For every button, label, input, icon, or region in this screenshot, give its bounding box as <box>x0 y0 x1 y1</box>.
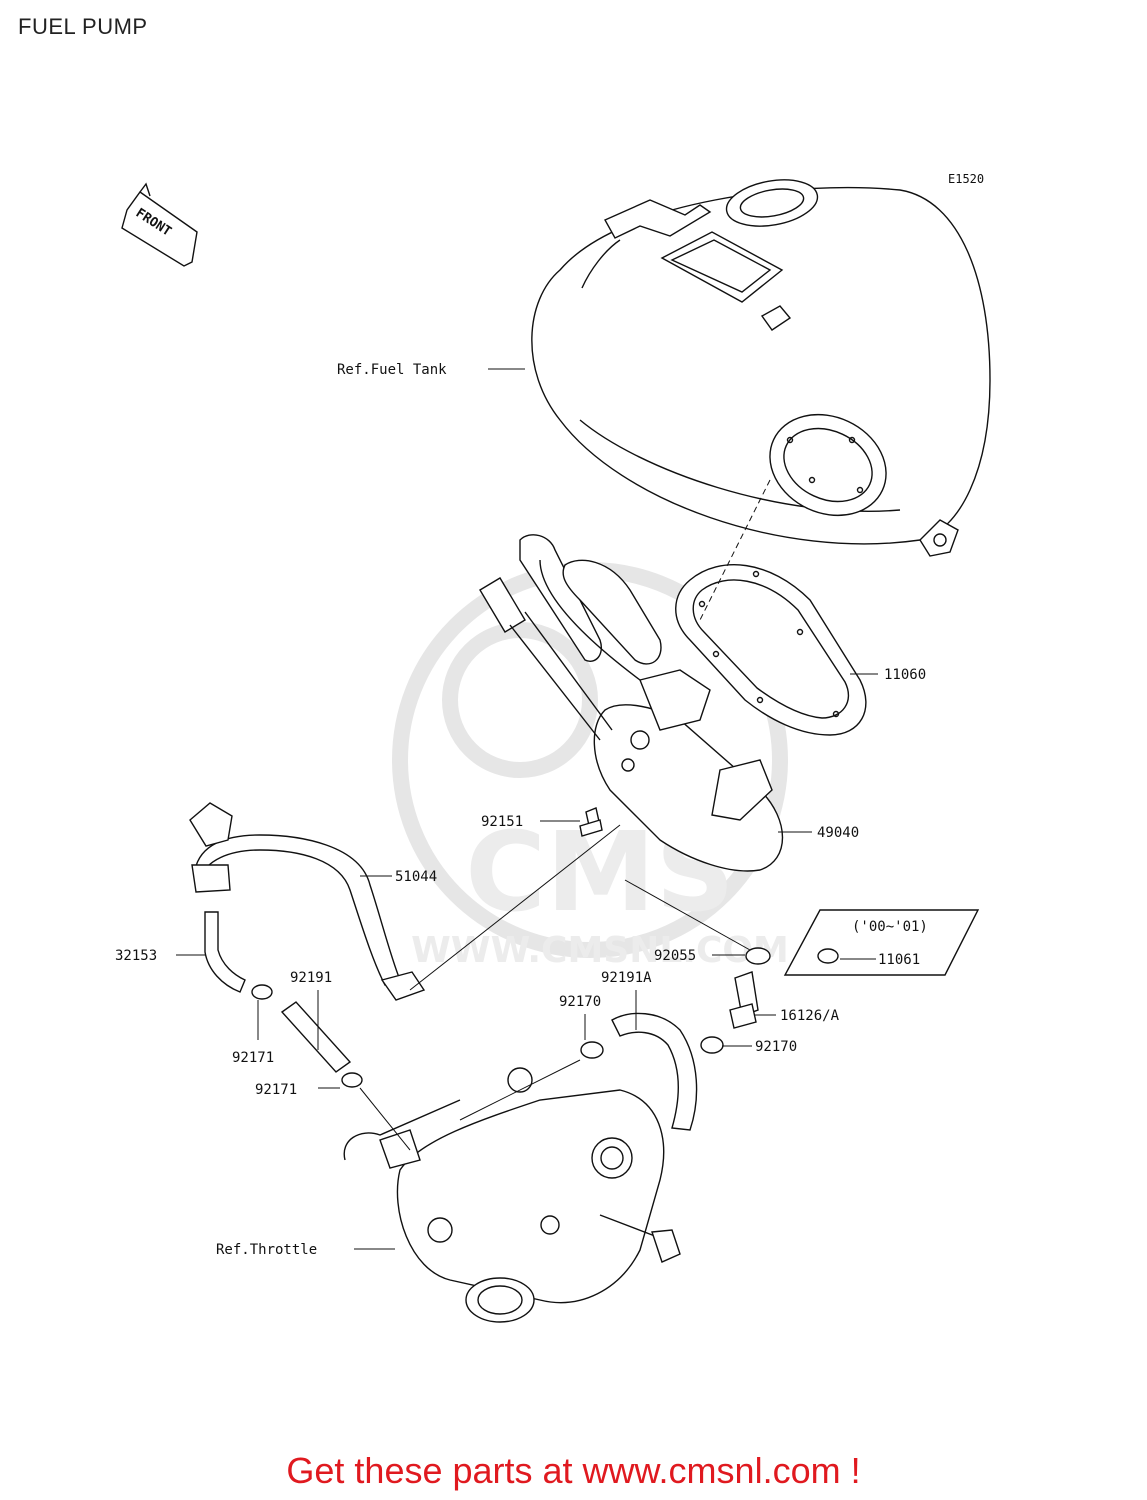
hose-51044 <box>189 802 426 1001</box>
label-92191a[interactable]: 92191A <box>601 970 652 986</box>
label-ref-throttle[interactable]: Ref.Throttle <box>216 1242 317 1258</box>
label-11061[interactable]: 11061 <box>878 952 920 968</box>
throttle-body <box>343 1067 681 1323</box>
clamp-92171 <box>251 984 363 1088</box>
label-92171-upper[interactable]: 92171 <box>232 1050 274 1066</box>
label-92151[interactable]: 92151 <box>481 814 523 830</box>
label-92055[interactable]: 92055 <box>654 948 696 964</box>
label-16126-a[interactable]: 16126/A <box>780 1008 840 1024</box>
label-92171-lower[interactable]: 92171 <box>255 1082 297 1098</box>
reference-lines <box>359 479 771 1151</box>
gasket-11060 <box>675 564 867 736</box>
range-note: ('00~'01) <box>852 919 928 935</box>
front-arrow-icon: FRONT <box>121 182 198 267</box>
screw-92151 <box>579 807 603 837</box>
leader-lines <box>176 368 878 1250</box>
label-ref-fuel-tank[interactable]: Ref.Fuel Tank <box>337 362 447 378</box>
label-49040[interactable]: 49040 <box>817 825 859 841</box>
label-11060[interactable]: 11060 <box>884 667 926 683</box>
fuel-pump-49040 <box>479 534 784 872</box>
hose-92191a <box>611 1012 698 1131</box>
watermark-url: WWW.CMSNL.COM <box>411 930 789 971</box>
label-32153[interactable]: 32153 <box>115 948 157 964</box>
fuel-tank <box>531 179 991 557</box>
promo-banner[interactable]: Get these parts at www.cmsnl.com ! <box>286 1450 861 1491</box>
option-group-11061: ('00~'01) <box>783 909 980 976</box>
diagram-code: E1520 <box>948 172 984 186</box>
page-title: FUEL PUMP <box>18 14 148 39</box>
label-92191[interactable]: 92191 <box>290 970 332 986</box>
clamp-92170 <box>580 1036 724 1059</box>
label-92170-left[interactable]: 92170 <box>559 994 601 1010</box>
label-92170-right[interactable]: 92170 <box>755 1039 797 1055</box>
hose-92191 <box>280 1001 352 1073</box>
seal-92055 <box>745 947 771 965</box>
parts-diagram: CMS WWW.CMSNL.COM E1520 FRONT <box>115 172 991 1323</box>
sensor-16126 <box>729 971 759 1029</box>
fitting-32153 <box>204 911 246 993</box>
label-51044[interactable]: 51044 <box>395 869 437 885</box>
watermark: CMS WWW.CMSNL.COM <box>392 562 789 971</box>
